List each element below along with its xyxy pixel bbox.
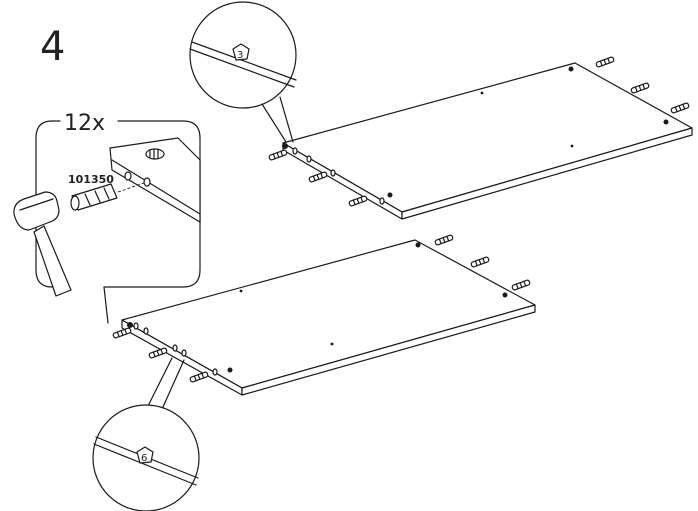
step-number: 4 xyxy=(40,24,65,70)
dowel-hole xyxy=(124,171,132,181)
board-label-top: 3 xyxy=(237,50,243,61)
part-number: 101350 xyxy=(68,173,114,186)
dowel-hole xyxy=(143,177,151,187)
top-board xyxy=(282,62,693,220)
dowel-icon xyxy=(148,347,168,359)
bottom-board-callout: 6 xyxy=(92,357,200,511)
hammer-icon xyxy=(13,191,72,297)
dowel-icon xyxy=(630,82,650,94)
dowel-icon xyxy=(595,56,615,68)
dowel-icon xyxy=(434,234,454,246)
cam-hole xyxy=(387,192,393,198)
cam-hole xyxy=(127,322,133,328)
cam-hole xyxy=(227,367,233,373)
dowel-icon xyxy=(268,149,288,161)
board-label-bottom: 6 xyxy=(141,453,147,464)
cam-hole xyxy=(145,148,165,160)
dowel-icon xyxy=(670,102,690,114)
top-board-callout: 3 xyxy=(189,1,297,143)
dowel-icon xyxy=(511,279,531,291)
insertion-guide-line xyxy=(117,182,145,193)
dowel-icon xyxy=(189,371,209,383)
cam-hole xyxy=(282,143,288,149)
wooden-dowel xyxy=(70,183,118,211)
bottom-board xyxy=(121,239,536,396)
detail-board-edge xyxy=(109,137,201,223)
quantity-label: 12x xyxy=(64,111,105,136)
cam-hole xyxy=(502,292,508,298)
cam-hole xyxy=(568,66,574,72)
cam-hole xyxy=(415,242,421,248)
bottom-board-dowels xyxy=(112,234,531,383)
dowel-icon xyxy=(348,195,368,207)
dowel-icon xyxy=(470,256,490,268)
dowel-icon xyxy=(112,327,132,339)
top-board-dowels xyxy=(268,56,690,207)
cam-hole xyxy=(663,119,669,125)
dowel-icon xyxy=(308,171,328,183)
dowel-detail-inset: 12x 101350 xyxy=(13,111,201,324)
